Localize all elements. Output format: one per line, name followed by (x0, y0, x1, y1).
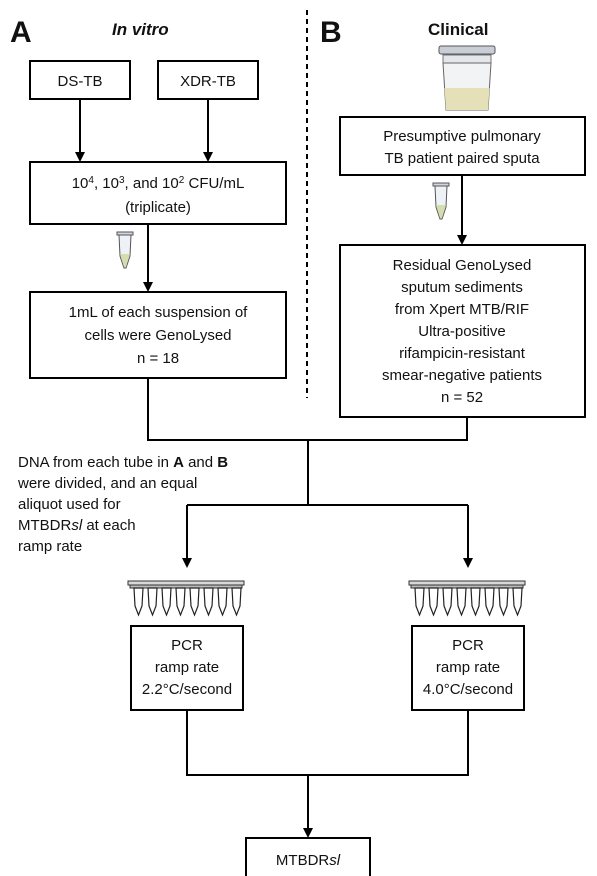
dna-note-line3: aliquot used for (18, 496, 121, 513)
concentration-box (29, 161, 287, 225)
pcr-right-line3: 4.0°C/second (423, 681, 513, 698)
xdr-tb-label: XDR-TB (180, 73, 236, 90)
residual-line7: n = 52 (441, 389, 483, 406)
residual-line2: sputum sediments (401, 279, 523, 296)
pcr-left-line2: ramp rate (155, 659, 219, 676)
panel-b-title: Clinical (428, 20, 488, 39)
bottom-merge-line (186, 710, 469, 776)
genolysed-line1: 1mL of each suspension of (69, 304, 249, 321)
panel-a-title: In vitro (112, 20, 169, 39)
pcr-left-line1: PCR (171, 637, 203, 654)
sputa-line2: TB patient paired sputa (384, 150, 540, 167)
panel-a-letter: A (10, 16, 32, 49)
residual-line5: rifampicin-resistant (399, 345, 526, 362)
ds-tb-label: DS-TB (58, 73, 103, 90)
sputa-line1: Presumptive pulmonary (383, 128, 541, 145)
dna-note-line1: DNA from each tube in A and B (18, 454, 228, 471)
residual-line6: smear-negative patients (382, 367, 542, 384)
microtube-icon-a (116, 231, 134, 269)
panel-b-letter: B (320, 16, 342, 49)
microtube-icon-b (432, 182, 450, 220)
genolysed-line2: cells were GenoLysed (84, 327, 231, 344)
pcr-right-line1: PCR (452, 637, 484, 654)
residual-box (339, 244, 586, 418)
residual-line1: Residual GenoLysed (393, 257, 532, 274)
residual-line4: Ultra-positive (418, 323, 506, 340)
sputum-container-icon (438, 45, 496, 111)
pcr-left-box (130, 625, 244, 711)
dna-note-line5: ramp rate (18, 538, 82, 555)
genolysed-line3: n = 18 (137, 350, 179, 367)
residual-line3: from Xpert MTB/RIF (395, 301, 529, 318)
concentration-line1: 104, 103, and 102 CFU/mL (72, 175, 245, 193)
xdr-tb-box (157, 60, 259, 100)
genolysed-box (29, 291, 287, 379)
pcr-right-box (411, 625, 525, 711)
pcr-left-line3: 2.2°C/second (142, 681, 232, 698)
dna-note-line4: MTBDRsl at each (18, 517, 136, 534)
concentration-line2: (triplicate) (125, 199, 191, 216)
final-label: MTBDRsl (276, 852, 341, 869)
pcr-strip-icon-right (408, 580, 526, 616)
pcr-strip-icon-left (127, 580, 245, 616)
dna-note-line2: were divided, and an equal (17, 475, 197, 492)
pcr-right-line2: ramp rate (436, 659, 500, 676)
final-box (245, 837, 371, 876)
